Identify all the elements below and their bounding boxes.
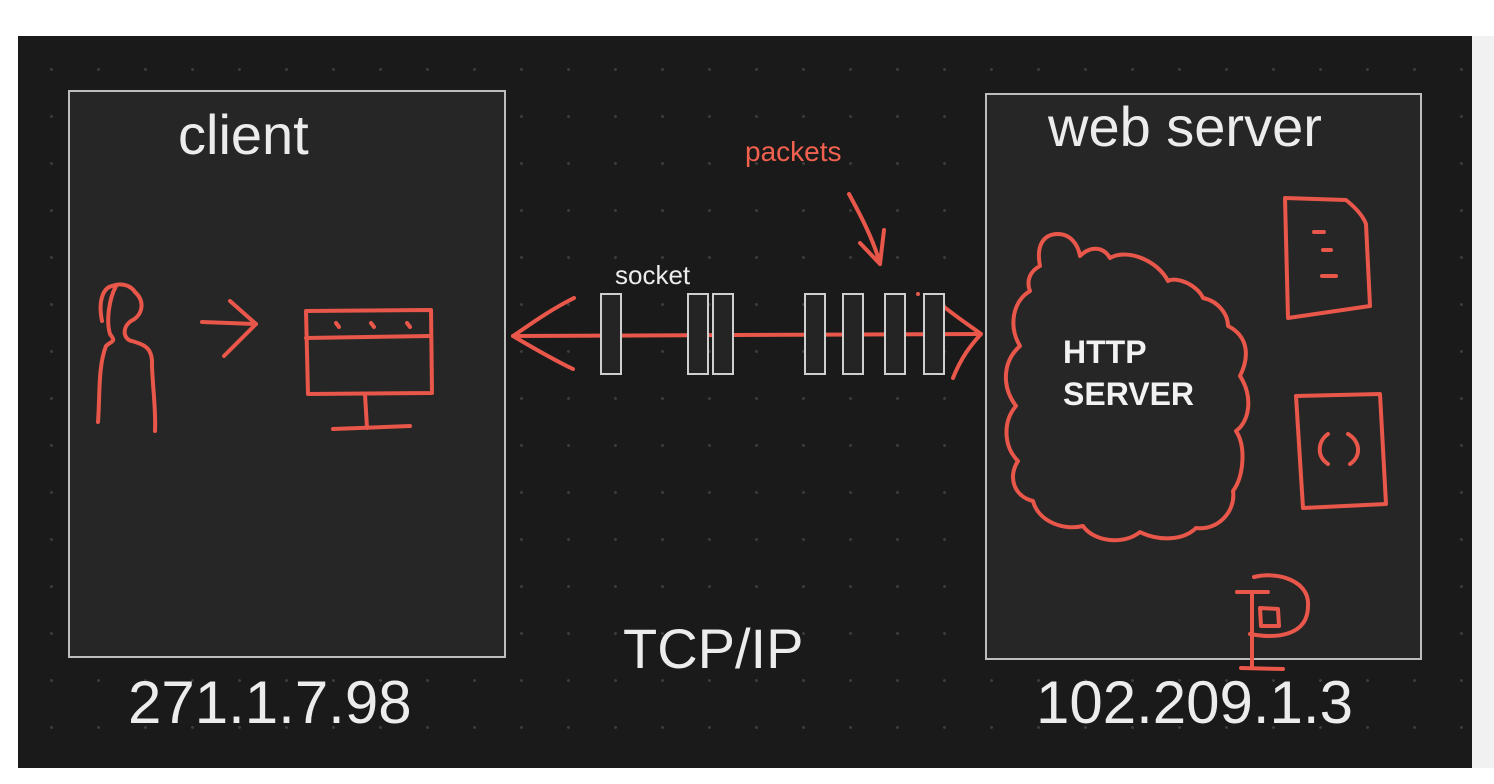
packet (712, 293, 734, 375)
computer-icon (304, 308, 434, 431)
packets-label: packets (745, 136, 842, 167)
http-label-line2: SERVER (1063, 376, 1195, 412)
http-server-cloud-icon (1003, 232, 1251, 543)
http-label-line1: HTTP (1063, 334, 1147, 370)
scrollbar[interactable] (1472, 36, 1494, 768)
packet (600, 293, 622, 375)
socket-label: socket (615, 260, 691, 290)
packet (923, 293, 945, 375)
packets-pointer-icon (847, 192, 886, 266)
server-ip-address: 102.209.1.3 (1036, 669, 1353, 736)
packet (884, 293, 906, 375)
packet (804, 293, 826, 375)
web-server-box (985, 93, 1422, 660)
arrow-right-icon (200, 299, 258, 358)
sketch-layer (96, 192, 1388, 671)
client-title: client (178, 103, 309, 166)
packet (842, 293, 864, 375)
packet (687, 293, 709, 375)
user-icon (96, 282, 158, 433)
protocol-label: TCP/IP (623, 617, 804, 680)
web-server-title: web server (1048, 95, 1322, 158)
packet-stream (600, 293, 945, 375)
code-file-icon (1294, 392, 1388, 510)
diagram-canvas: client web server socket packets HTTP SE… (18, 36, 1472, 768)
document-icon (1283, 196, 1372, 320)
connection-arrow (511, 296, 983, 380)
http-server-label: HTTP SERVER (1063, 331, 1194, 415)
client-ip-address: 271.1.7.98 (128, 669, 412, 736)
asset-file-icon (1235, 573, 1311, 671)
